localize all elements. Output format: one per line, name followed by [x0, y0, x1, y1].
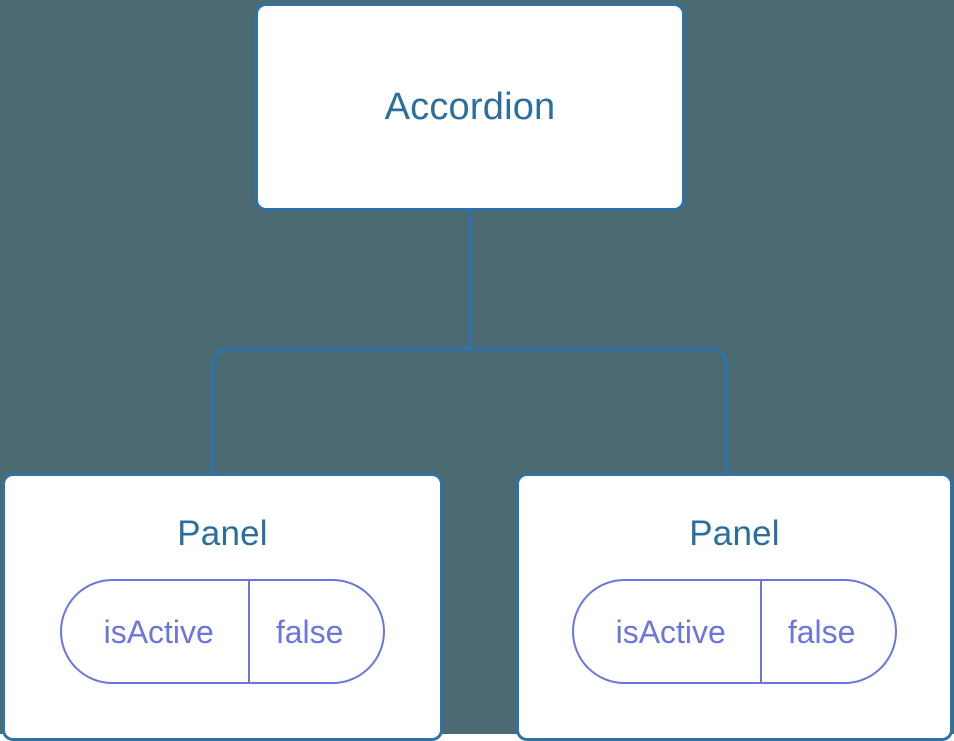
- node-panel-right-title: Panel: [689, 514, 780, 553]
- prop-key-isactive-left: isActive: [62, 581, 250, 682]
- connector-bus-to-panel-left: [211, 347, 470, 475]
- connector-bus-to-panel-right: [470, 347, 728, 475]
- node-accordion[interactable]: Accordion: [255, 3, 685, 211]
- node-panel-right[interactable]: Panel isActive false: [516, 473, 953, 741]
- node-panel-left[interactable]: Panel isActive false: [2, 473, 443, 741]
- node-panel-left-title: Panel: [177, 514, 268, 553]
- prop-pill-panel-right[interactable]: isActive false: [571, 579, 898, 684]
- prop-key-isactive-right: isActive: [574, 581, 762, 682]
- prop-value-isactive-right: false: [787, 613, 856, 650]
- prop-pill-panel-left[interactable]: isActive false: [59, 579, 386, 684]
- prop-value-isactive-left: false: [275, 613, 344, 650]
- node-accordion-title: Accordion: [384, 86, 556, 128]
